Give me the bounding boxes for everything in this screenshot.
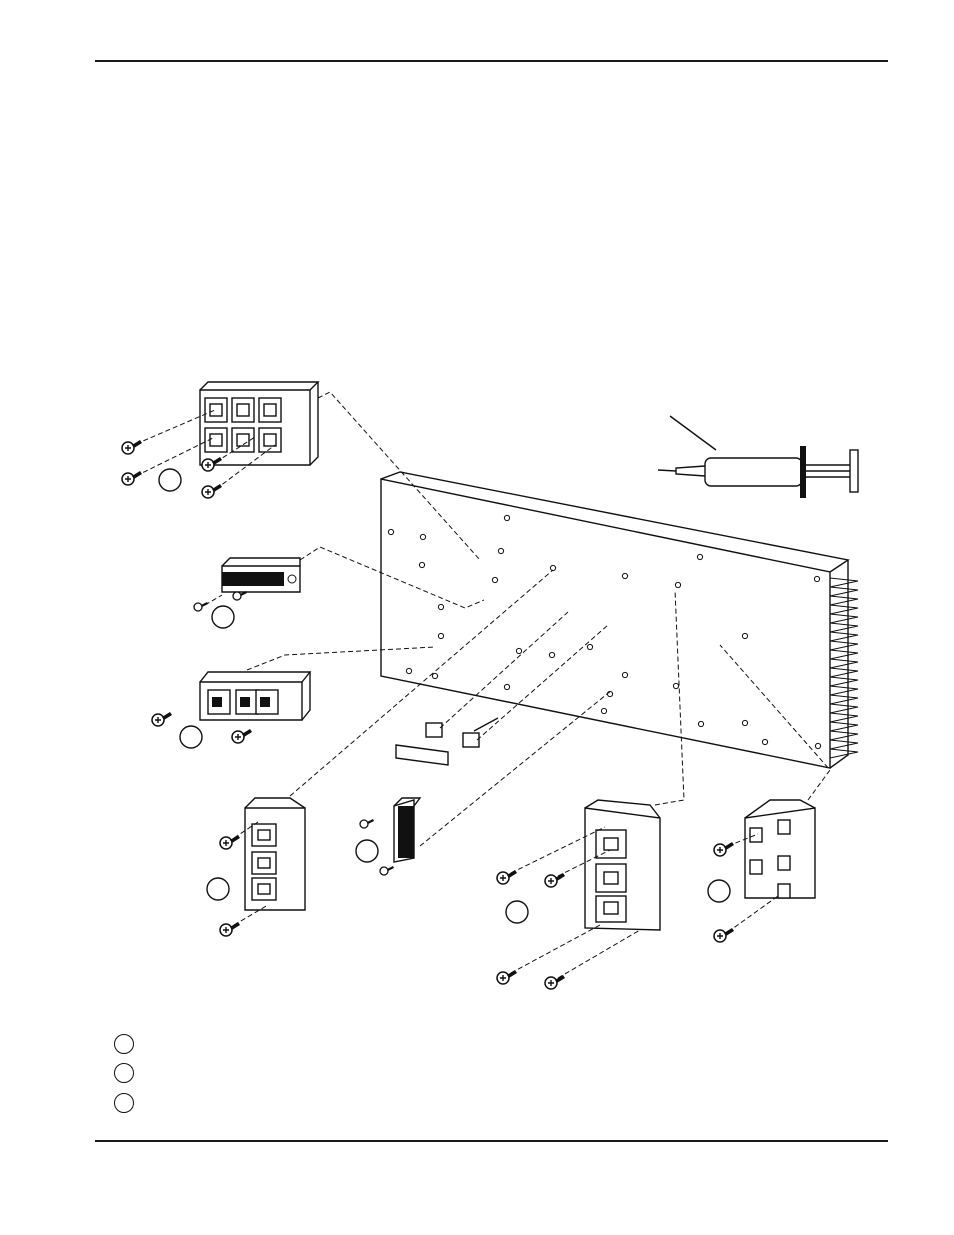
- mounting-hole: [621, 671, 629, 679]
- dual-igbt-module: [199, 671, 312, 721]
- mounting-hole: [419, 533, 427, 541]
- mounting-hole: [503, 683, 511, 691]
- thermal-grease-syringe: [657, 415, 859, 498]
- mounting-hole: [548, 651, 556, 659]
- mounting-hole: [387, 528, 395, 536]
- six-pack-igbt-module: [199, 381, 320, 466]
- mounting-hole: [418, 561, 426, 569]
- legend-circle-2: [114, 1063, 134, 1083]
- finned-module-center: [393, 797, 422, 863]
- mounting-hole: [437, 603, 445, 611]
- mounting-hole: [621, 572, 629, 580]
- large-module-center: [584, 799, 661, 931]
- mounting-hole: [600, 707, 608, 715]
- mounting-hole: [586, 643, 594, 651]
- mounting-hole: [491, 576, 499, 584]
- mounting-hole: [437, 632, 445, 640]
- mounting-hole: [761, 738, 769, 746]
- heatsink: [380, 471, 859, 769]
- mounting-hole: [431, 672, 439, 680]
- heatsink-mounting-holes: [387, 514, 822, 750]
- mounting-hole: [674, 581, 682, 589]
- mounting-hole: [697, 720, 705, 728]
- mounting-hole: [741, 719, 749, 727]
- legend-circle-1: [114, 1034, 134, 1054]
- bridge-rectifier-module: [744, 799, 816, 899]
- mounting-hole: [405, 667, 413, 675]
- mounting-hole: [497, 547, 505, 555]
- mounting-hole: [515, 647, 523, 655]
- mounting-hole: [549, 564, 557, 572]
- footer-rule: [95, 1140, 888, 1142]
- sensor-bracket: [395, 717, 499, 766]
- legend-circle-3: [114, 1093, 134, 1113]
- vertical-module-left: [244, 797, 306, 911]
- mounting-hole: [696, 553, 704, 561]
- mounting-hole: [672, 682, 680, 690]
- heatsink-fins: [829, 577, 859, 759]
- mounting-hole: [503, 514, 511, 522]
- mounting-hole: [813, 575, 821, 583]
- bar-resistor: [221, 557, 301, 593]
- mounting-hole: [814, 742, 822, 750]
- header-rule: [95, 60, 888, 62]
- mounting-hole: [741, 632, 749, 640]
- callout-circles: [158, 468, 731, 924]
